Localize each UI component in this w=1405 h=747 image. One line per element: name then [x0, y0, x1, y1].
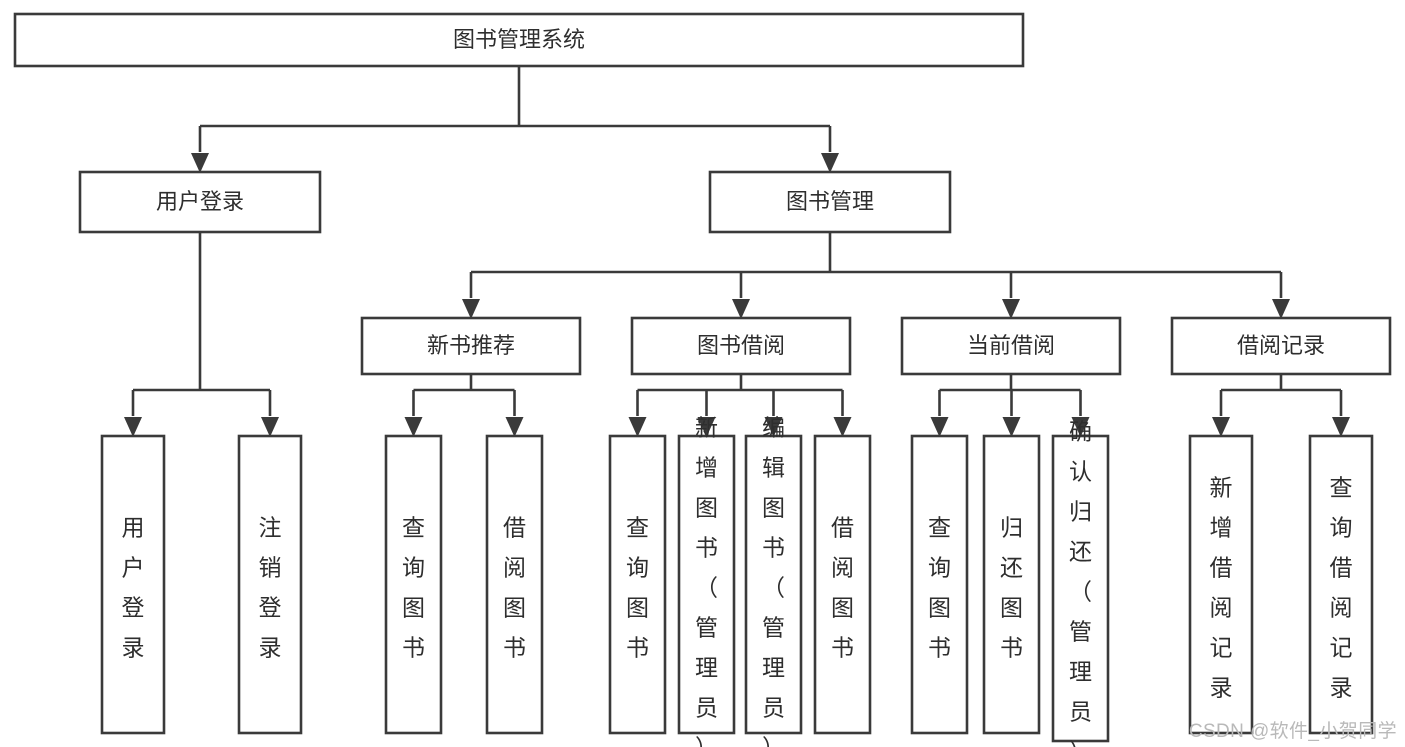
node-leaf-edit-book[interactable]: 编辑图书（管理员） — [744, 415, 803, 747]
node-box-leaf-logout — [237, 434, 303, 735]
node-box-leaf-confirm-return — [1051, 434, 1110, 743]
node-label-book-borrow: 图书借阅 — [697, 333, 785, 358]
node-label-leaf-query-book-2: 查询图书 — [626, 515, 649, 661]
node-leaf-add-record[interactable]: 新增借阅记录 — [1188, 434, 1254, 735]
arrow-head-icon — [764, 417, 783, 437]
arrow-head-icon — [124, 417, 142, 437]
arrow-head-icon — [505, 417, 524, 437]
node-label-leaf-add-record: 新增借阅记录 — [1210, 475, 1233, 701]
node-box-book-manage — [708, 170, 952, 234]
edge-group-user-login — [124, 232, 279, 437]
node-box-current-borrow — [900, 316, 1122, 376]
node-leaf-borrow-book-1[interactable]: 借阅图书 — [485, 434, 544, 735]
node-box-leaf-edit-book — [744, 434, 803, 735]
node-book-borrow[interactable]: 图书借阅 — [630, 316, 852, 376]
arrow-head-icon — [1272, 299, 1290, 319]
node-box-borrow-record — [1170, 316, 1392, 376]
node-box-leaf-query-book-2 — [608, 434, 667, 735]
node-box-book-borrow — [630, 316, 852, 376]
node-label-borrow-record: 借阅记录 — [1237, 333, 1325, 358]
node-label-leaf-return-book: 归还图书 — [1000, 515, 1023, 661]
node-leaf-query-book-3[interactable]: 查询图书 — [910, 434, 969, 735]
node-label-leaf-edit-book: 编辑图书（管理员） — [762, 415, 785, 747]
arrow-head-icon — [191, 153, 209, 173]
node-box-leaf-add-record — [1188, 434, 1254, 735]
node-layer: 图书管理系统用户登录图书管理新书推荐图书借阅当前借阅借阅记录用户登录注销登录查询… — [13, 12, 1392, 747]
node-leaf-query-record[interactable]: 查询借阅记录 — [1308, 434, 1374, 735]
node-box-root — [13, 12, 1025, 68]
edge-layer — [124, 66, 1350, 437]
arrow-head-icon — [1071, 417, 1090, 437]
node-current-borrow[interactable]: 当前借阅 — [900, 316, 1122, 376]
arrow-head-icon — [1332, 417, 1350, 437]
node-box-leaf-borrow-book-1 — [485, 434, 544, 735]
node-leaf-user-login[interactable]: 用户登录 — [100, 434, 166, 735]
node-label-current-borrow: 当前借阅 — [967, 333, 1055, 358]
arrow-head-icon — [833, 417, 852, 437]
node-label-leaf-borrow-book-2: 借阅图书 — [831, 515, 854, 661]
node-box-leaf-add-book — [677, 434, 736, 735]
arrow-head-icon — [628, 417, 647, 437]
edge-group-new-book-rec — [404, 374, 524, 437]
arrow-head-icon — [930, 417, 949, 437]
node-label-leaf-logout: 注销登录 — [259, 515, 282, 661]
node-label-leaf-user-login: 用户登录 — [122, 515, 145, 661]
node-root[interactable]: 图书管理系统 — [13, 12, 1025, 68]
node-label-root: 图书管理系统 — [453, 27, 585, 52]
node-box-leaf-query-record — [1308, 434, 1374, 735]
node-label-new-book-rec: 新书推荐 — [427, 333, 515, 358]
arrow-head-icon — [1002, 299, 1020, 319]
node-leaf-borrow-book-2[interactable]: 借阅图书 — [813, 434, 872, 735]
arrow-head-icon — [697, 417, 716, 437]
node-leaf-add-book[interactable]: 新增图书（管理员） — [677, 415, 736, 747]
arrow-head-icon — [261, 417, 279, 437]
edge-group-root — [191, 66, 839, 173]
arrow-head-icon — [1002, 417, 1021, 437]
node-book-manage[interactable]: 图书管理 — [708, 170, 952, 234]
node-label-book-manage: 图书管理 — [786, 189, 874, 214]
node-box-leaf-user-login — [100, 434, 166, 735]
node-box-leaf-query-book-3 — [910, 434, 969, 735]
node-box-new-book-rec — [360, 316, 582, 376]
arrow-head-icon — [732, 299, 750, 319]
node-label-leaf-borrow-book-1: 借阅图书 — [503, 515, 526, 661]
node-new-book-rec[interactable]: 新书推荐 — [360, 316, 582, 376]
arrow-head-icon — [821, 153, 839, 173]
node-leaf-query-book-1[interactable]: 查询图书 — [384, 434, 443, 735]
node-label-leaf-query-book-1: 查询图书 — [402, 515, 425, 661]
node-box-user-login — [78, 170, 322, 234]
arrow-head-icon — [1212, 417, 1230, 437]
node-label-leaf-confirm-return: 确认归还（管理员） — [1069, 419, 1092, 747]
node-label-leaf-query-book-3: 查询图书 — [928, 515, 951, 661]
node-box-leaf-return-book — [982, 434, 1041, 735]
node-user-login[interactable]: 用户登录 — [78, 170, 322, 234]
node-label-leaf-query-record: 查询借阅记录 — [1330, 475, 1353, 701]
node-label-user-login: 用户登录 — [156, 189, 244, 214]
node-leaf-confirm-return[interactable]: 确认归还（管理员） — [1051, 419, 1110, 747]
node-borrow-record[interactable]: 借阅记录 — [1170, 316, 1392, 376]
node-leaf-query-book-2[interactable]: 查询图书 — [608, 434, 667, 735]
node-box-leaf-borrow-book-2 — [813, 434, 872, 735]
arrow-head-icon — [404, 417, 423, 437]
node-leaf-return-book[interactable]: 归还图书 — [982, 434, 1041, 735]
node-leaf-logout[interactable]: 注销登录 — [237, 434, 303, 735]
arrow-head-icon — [462, 299, 480, 319]
edge-group-book-manage — [462, 232, 1290, 319]
edge-group-current-borrow — [930, 374, 1090, 437]
edge-group-book-borrow — [628, 374, 852, 437]
edge-group-borrow-record — [1212, 374, 1350, 437]
node-label-leaf-add-book: 新增图书（管理员） — [695, 415, 718, 747]
node-box-leaf-query-book-1 — [384, 434, 443, 735]
